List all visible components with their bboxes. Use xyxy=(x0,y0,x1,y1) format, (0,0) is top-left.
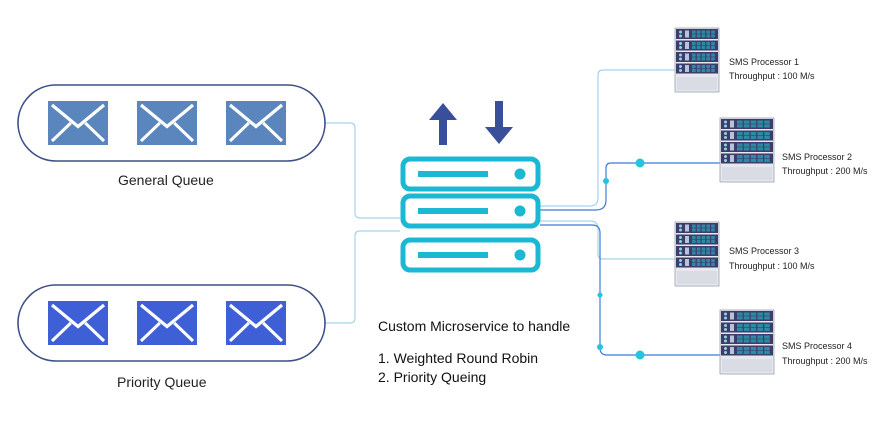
processor-1-name: SMS Processor 1 xyxy=(729,57,800,67)
microservice-item-priority-queing: 2. Priority Queing xyxy=(378,369,487,385)
priority-queue-label: Priority Queue xyxy=(117,374,207,390)
processor-racks xyxy=(674,27,775,375)
envelope-icon xyxy=(226,301,286,345)
processor-1-server-icon xyxy=(674,27,720,93)
priority-queue xyxy=(17,284,326,362)
server-unit-icon xyxy=(400,193,541,229)
connector-nodes xyxy=(597,158,645,360)
microservice-title: Custom Microservice to handle xyxy=(378,318,571,334)
connector-service-to-processor-1 xyxy=(540,69,675,207)
processor-1-throughput: Throughput : 100 M/s xyxy=(729,71,815,81)
envelope-icon xyxy=(48,101,108,145)
connector-general-to-service xyxy=(325,122,400,219)
connector-lines xyxy=(325,69,720,356)
processor-2-throughput: Throughput : 200 M/s xyxy=(782,166,868,176)
processor-3-throughput: Throughput : 100 M/s xyxy=(729,261,815,271)
general-queue-label: General Queue xyxy=(118,172,214,188)
io-arrows xyxy=(429,101,513,145)
arrow-up-icon xyxy=(429,103,457,145)
processor-2-server-icon xyxy=(719,117,775,183)
processor-3-name: SMS Processor 3 xyxy=(729,246,800,256)
arrow-down-icon xyxy=(485,101,513,144)
processor-4-throughput: Throughput : 200 M/s xyxy=(782,356,868,366)
connector-service-to-processor-3 xyxy=(540,220,675,260)
envelope-icon xyxy=(48,301,108,345)
connector-node xyxy=(597,292,603,298)
connector-service-to-processor-2 xyxy=(540,162,720,211)
connector-service-to-processor-4 xyxy=(540,224,720,356)
processor-2-name: SMS Processor 2 xyxy=(782,152,853,162)
server-unit-icon xyxy=(400,237,541,273)
processor-4-name: SMS Processor 4 xyxy=(782,341,853,351)
connector-node xyxy=(597,344,603,350)
envelope-icon xyxy=(137,101,197,145)
microservice-server-stack xyxy=(400,156,541,273)
envelope-icon xyxy=(226,101,286,145)
connector-node xyxy=(635,158,645,168)
connector-node xyxy=(635,350,645,360)
processor-4-server-icon xyxy=(719,309,775,375)
server-unit-icon xyxy=(400,156,541,192)
processor-3-server-icon xyxy=(674,221,720,287)
microservice-item-weighted-round-robin: 1. Weighted Round Robin xyxy=(378,350,539,366)
general-queue xyxy=(17,84,326,162)
connector-node xyxy=(603,178,609,184)
envelope-icon xyxy=(137,301,197,345)
connector-priority-to-service xyxy=(325,230,400,324)
